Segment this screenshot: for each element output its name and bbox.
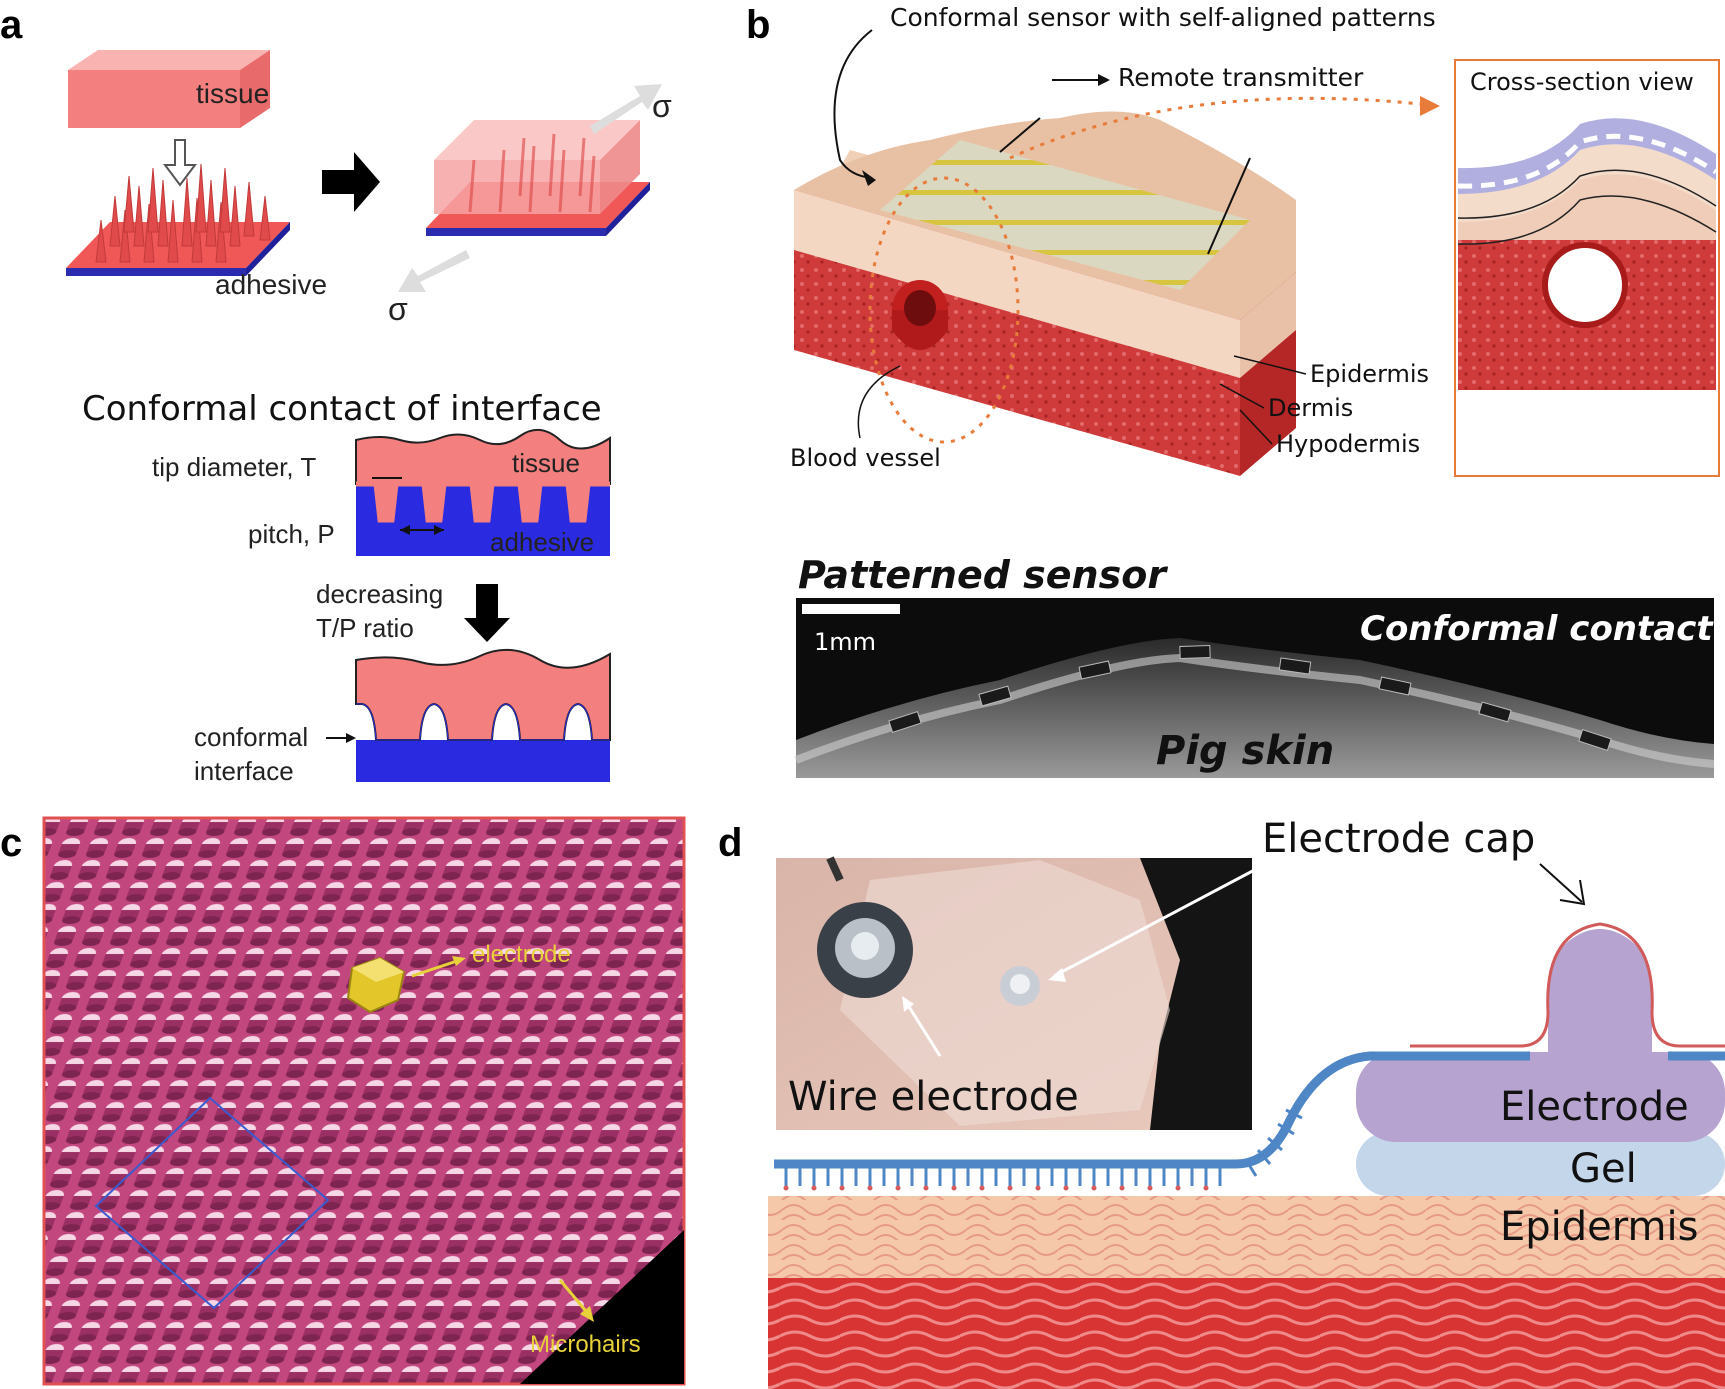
conformal-sensor-label: Conformal sensor with self-aligned patte… (890, 3, 1436, 32)
array-edge-shadow (520, 1230, 684, 1384)
dermis-tissue (768, 1278, 1725, 1389)
electrode-label-d: Electrode (1500, 1084, 1689, 1130)
adhesive-label-2: adhesive (490, 527, 594, 557)
right-arrow-icon (322, 152, 380, 212)
callout-arrow-icon (1420, 96, 1440, 116)
conformal-contact-label: Conformal contact (1360, 609, 1714, 649)
pig-skin-micrograph: 1mm Conformal contact Pig skin (794, 598, 1714, 778)
conformal-interface-label-2: interface (194, 756, 294, 786)
electrode-body (1356, 1052, 1725, 1142)
remote-transmitter-label: Remote transmitter (1118, 63, 1364, 92)
decreasing-label-2: T/P ratio (316, 613, 414, 643)
conformal-contact-heading: Conformal contact of interface (82, 389, 602, 429)
interface-cross-section-2 (355, 648, 611, 782)
sigma-bottom: σ (388, 291, 408, 327)
gel-layer (1356, 1132, 1725, 1196)
electrode-cap-dome (1547, 929, 1653, 1060)
panel-a: a tissue adhes (0, 3, 672, 786)
interface-cross-section-1: tissue adhesive (355, 429, 611, 557)
microhair-array-render (42, 816, 686, 1386)
tissue-label: tissue (196, 78, 269, 109)
microhair-adhesive: adhesive (66, 163, 327, 300)
patch-film-with-microhairs (774, 1051, 1725, 1191)
cap-film-outline (1410, 922, 1725, 1048)
panel-label-d: d (718, 821, 742, 865)
cross-section-view: Cross-section view (1454, 59, 1720, 477)
stress-arrow-up-icon (590, 84, 662, 134)
panel-c: c electrode Microhairs (0, 816, 686, 1386)
cap-pointer-arrow-icon (1559, 879, 1586, 906)
pitch-label: pitch, P (248, 519, 335, 549)
blood-vessel-label: Blood vessel (790, 444, 941, 472)
tissue-block: tissue (68, 50, 270, 128)
wire-electrode-photo: Wire electrode (776, 856, 1263, 1130)
decreasing-label-1: decreasing (316, 579, 443, 609)
hypodermis-label: Hypodermis (1276, 430, 1420, 458)
epidermis-label: Epidermis (1310, 360, 1429, 388)
electrode-label-c: electrode (472, 941, 571, 968)
decreasing-arrow-icon (464, 584, 510, 642)
panel-label-c: c (0, 821, 22, 865)
electrode-cap-label: Electrode cap (1262, 816, 1535, 862)
stress-arrow-down-icon (398, 250, 470, 292)
microhairs-label: Microhairs (530, 1331, 641, 1358)
scale-bar-label: 1mm (814, 628, 876, 656)
tissue-label-2: tissue (512, 448, 580, 478)
panel-b: b Conformal sensor with self-aligned pat… (746, 3, 1720, 778)
pig-skin-label: Pig skin (1156, 728, 1334, 774)
electrode-pad-icon (346, 956, 406, 1014)
unit-cell-outline (94, 1096, 330, 1310)
adhesive-label: adhesive (215, 269, 327, 300)
cross-section-title: Cross-section view (1470, 68, 1694, 96)
dermis-label: Dermis (1268, 394, 1353, 422)
wire-electrode-label: Wire electrode (788, 1074, 1079, 1120)
tip-diameter-label: tip diameter, T (152, 452, 316, 482)
panel-d: d (718, 816, 1725, 1389)
skin-block-illustration (794, 111, 1296, 476)
gel-label: Gel (1570, 1146, 1637, 1192)
panel-label-b: b (746, 3, 770, 47)
epidermis-tissue (768, 1196, 1725, 1278)
conformal-interface-label-1: conformal (194, 722, 308, 752)
combined-block (426, 120, 650, 236)
panel-label-a: a (0, 3, 23, 47)
patterned-sensor-title: Patterned sensor (798, 553, 1168, 597)
down-arrow-icon (163, 139, 197, 187)
sigma-top: σ (652, 88, 672, 124)
epidermis-label-d: Epidermis (1500, 1204, 1698, 1250)
